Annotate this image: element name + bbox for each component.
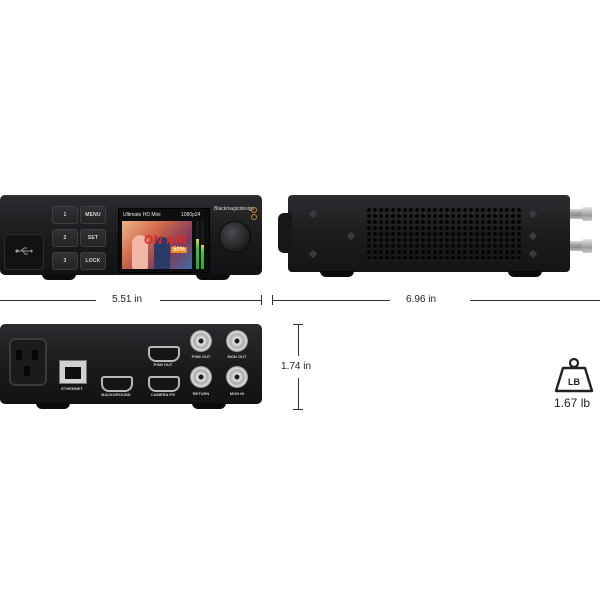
screen-format: 1080p24	[181, 212, 201, 218]
indicator-light	[251, 207, 257, 213]
width-dimension: 5.51 in	[112, 294, 143, 305]
dimension-line	[272, 300, 390, 301]
pgm-out-label: PGM OUT	[153, 362, 173, 367]
dimension-line	[298, 378, 299, 410]
weight-value: 1.67 lb	[554, 396, 591, 410]
bnc-mon-out	[226, 330, 248, 352]
bnc-pgm-out	[190, 330, 212, 352]
return-label: RETURN	[192, 391, 210, 396]
key-1[interactable]: 1	[52, 206, 78, 224]
dimension-line	[470, 300, 600, 301]
ethernet-label: ETHERNET	[61, 386, 83, 391]
usb-icon	[15, 247, 33, 255]
power-inlet	[9, 338, 47, 386]
height-dimension: 1.74 in	[281, 361, 312, 372]
presenter-figure	[132, 235, 148, 269]
dimension-line	[0, 300, 96, 301]
key-set[interactable]: SET	[80, 229, 106, 247]
bnc-return	[190, 366, 212, 388]
foot	[42, 274, 76, 280]
bnc-mon-in	[226, 366, 248, 388]
camera-label: CAMERA PG	[150, 392, 176, 397]
foot	[192, 403, 226, 409]
key-menu[interactable]: MENU	[80, 206, 106, 224]
hdmi-port-camera	[148, 376, 180, 392]
dimension-line	[160, 300, 262, 301]
foot	[508, 271, 542, 277]
foot	[36, 403, 70, 409]
bnc-connector	[570, 207, 592, 221]
side-view	[278, 195, 600, 280]
hdmi-port-background	[101, 376, 133, 392]
end-cap	[278, 213, 292, 253]
on-air-label: ON AIR	[144, 233, 188, 247]
background-label: BACKGROUND	[101, 392, 131, 397]
screen-title: Ultimate HD Mini	[123, 212, 161, 218]
bnc-connector	[570, 239, 592, 253]
audio-meter	[201, 221, 204, 269]
foot	[196, 274, 230, 280]
control-knob[interactable]	[219, 221, 251, 253]
key-3[interactable]: 3	[52, 252, 78, 270]
dimension-tick	[261, 295, 262, 305]
indicator-light	[251, 214, 257, 220]
ventilation-grille	[366, 207, 521, 259]
key-2[interactable]: 2	[52, 229, 78, 247]
usb-port	[4, 234, 44, 270]
pgm-out-bnc-label: PGM OUT	[191, 354, 211, 359]
foot	[320, 271, 354, 277]
dimension-line	[298, 324, 299, 356]
rear-view: ETHERNET BACKGROUND PGM OUT CAMERA PG PG…	[0, 324, 262, 410]
ethernet-port	[59, 360, 87, 384]
lcd-screen: Ultimate HD Mini 1080p24 ON AIR 50%	[118, 208, 210, 273]
hdmi-port-pgm-out	[148, 346, 180, 362]
mon-in-label: MON IN	[229, 391, 245, 396]
presenter-figure	[154, 237, 170, 269]
screen-badge: 50%	[171, 247, 188, 253]
weight-icon-label: LB	[568, 377, 580, 387]
screen-picture: ON AIR 50%	[122, 221, 192, 269]
brand-logo: Blackmagicdesign	[214, 206, 255, 212]
weight-icon: LB	[554, 357, 594, 393]
key-lock[interactable]: LOCK	[80, 252, 106, 270]
depth-dimension: 6.96 in	[406, 294, 437, 305]
audio-meter	[196, 221, 199, 269]
dimension-tick	[293, 409, 303, 410]
mon-out-label: MON OUT	[227, 354, 247, 359]
